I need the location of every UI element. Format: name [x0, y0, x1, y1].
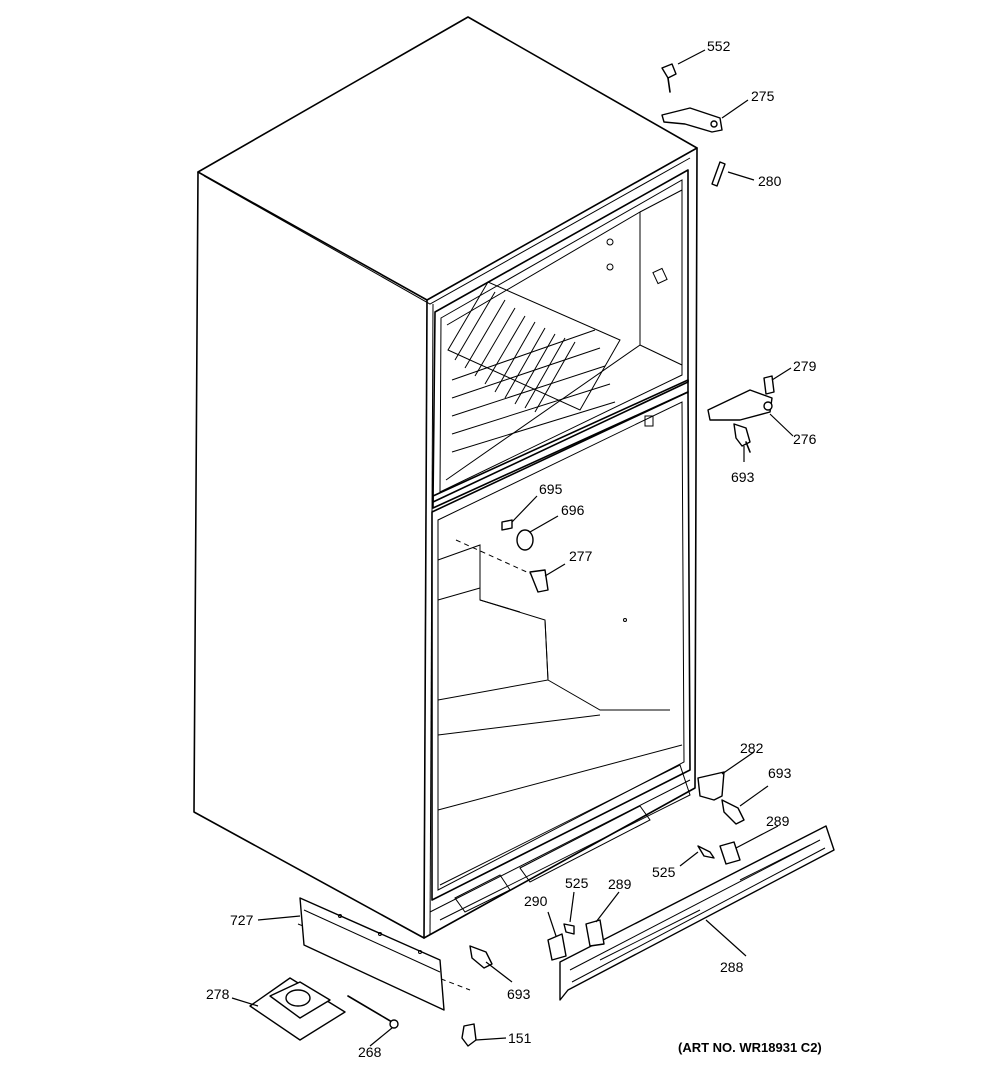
part-289-clip-right [719, 841, 741, 865]
leader-lines [231, 49, 794, 1047]
cabinet [193, 16, 698, 939]
callout-696: 696 [561, 502, 585, 518]
part-695-screw [501, 519, 513, 531]
callout-290: 290 [524, 893, 548, 909]
part-693-screw-lower [721, 799, 745, 825]
part-289-clip-left [585, 919, 605, 947]
callout-289-left: 289 [608, 876, 632, 892]
callout-525-left: 525 [565, 875, 589, 891]
art-number: (ART NO. WR18931 C2) [678, 1040, 822, 1055]
callout-693-lower: 693 [768, 765, 792, 781]
callout-276: 276 [793, 431, 817, 447]
callout-280: 280 [758, 173, 782, 189]
part-282-bottom-hinge [697, 771, 725, 801]
freezer-compartment [432, 169, 689, 509]
callout-278: 278 [206, 986, 230, 1002]
callout-151: 151 [508, 1030, 532, 1046]
callout-labels: 552 275 280 279 276 693 695 696 277 282 … [206, 38, 817, 1060]
freezer-shelf-grid [447, 281, 621, 453]
part-696-cap [516, 529, 534, 551]
part-280-hinge-pin [711, 161, 726, 187]
part-276-center-hinge [707, 389, 773, 421]
part-277-stop [529, 569, 549, 593]
part-275-top-hinge [661, 107, 723, 133]
callout-275: 275 [751, 88, 775, 104]
callout-268: 268 [358, 1044, 382, 1060]
callout-279: 279 [793, 358, 817, 374]
callout-277: 277 [569, 548, 593, 564]
part-288-grille [559, 825, 835, 1001]
part-727-base-panel [299, 897, 445, 1011]
callout-282: 282 [740, 740, 764, 756]
callout-693-center: 693 [731, 469, 755, 485]
callout-693-leveling: 693 [507, 986, 531, 1002]
part-552-screw [661, 63, 677, 93]
part-151-screw [461, 1023, 477, 1047]
callout-695: 695 [539, 481, 563, 497]
callout-289-right: 289 [766, 813, 790, 829]
callout-288: 288 [720, 959, 744, 975]
part-268-rod [347, 995, 399, 1029]
part-278-roller-assembly [249, 977, 346, 1041]
part-279-pin [763, 375, 775, 395]
callout-552: 552 [707, 38, 731, 54]
part-525-screw-right [697, 845, 715, 859]
part-693-screw-center [733, 423, 751, 453]
fresh-food-compartment [429, 391, 691, 921]
part-525-screw-left [563, 923, 575, 935]
callout-727: 727 [230, 912, 254, 928]
callout-525-right: 525 [652, 864, 676, 880]
part-290-bracket [547, 933, 567, 961]
